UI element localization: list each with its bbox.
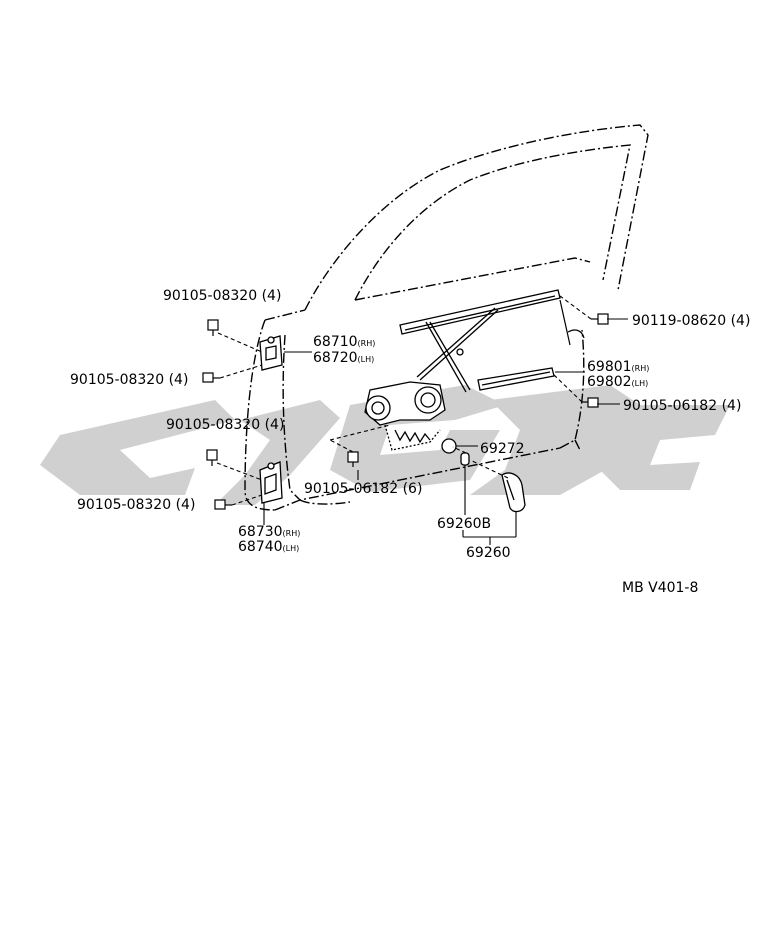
label-upper-hinge-rh: 68710(RH) [313,334,375,350]
label-bolt-lower-hinge-side: 90105-08320 (4) [77,497,195,513]
bolt-icons [202,313,609,510]
bolt-icon [214,499,232,510]
bolt-icon [591,313,609,325]
bolt-icon [202,372,220,383]
upper-hinge [259,335,283,371]
label-bolt-upper-hinge-top: 90105-08320 (4) [163,288,281,304]
label-bolt-upper-hinge-side: 90105-08320 (4) [70,372,188,388]
solid-leaders [263,318,628,545]
handle-parts [460,452,526,513]
door-inner-panel [559,299,585,346]
bolt-icon [207,319,219,336]
part-labels: 90105-08320 (4) 90105-08320 (4) 90105-08… [70,288,750,596]
label-regulator-lh: 69802(LH) [587,374,648,390]
cushion-icon [441,438,457,454]
label-handle-clip: 69260B [437,516,491,532]
label-regulator-rh: 69801(RH) [587,359,649,375]
window-regulator [399,289,561,393]
bolt-icon [582,397,599,408]
label-bolt-motor: 90105-06182 (6) [304,481,422,497]
label-bolt-regulator-side: 90105-06182 (4) [623,398,741,414]
label-handle-assy: 69260 [466,545,511,561]
label-cushion: 69272 [480,441,525,457]
label-bolt-regulator-upper: 90119-08620 (4) [632,313,750,329]
label-lower-hinge-lh: 68740(LH) [238,539,299,555]
label-upper-hinge-lh: 68720(LH) [313,350,374,366]
diagram-reference-code: MB V401-8 [622,580,698,596]
door-outline [244,124,649,511]
lower-hinge [259,461,283,504]
regulator-motor-and-gear [364,381,446,451]
bolt-icon [206,449,218,466]
label-bolt-lower-hinge-top: 90105-08320 (4) [166,417,284,433]
label-lower-hinge-rh: 68730(RH) [238,524,300,540]
leader-lines [216,295,592,506]
